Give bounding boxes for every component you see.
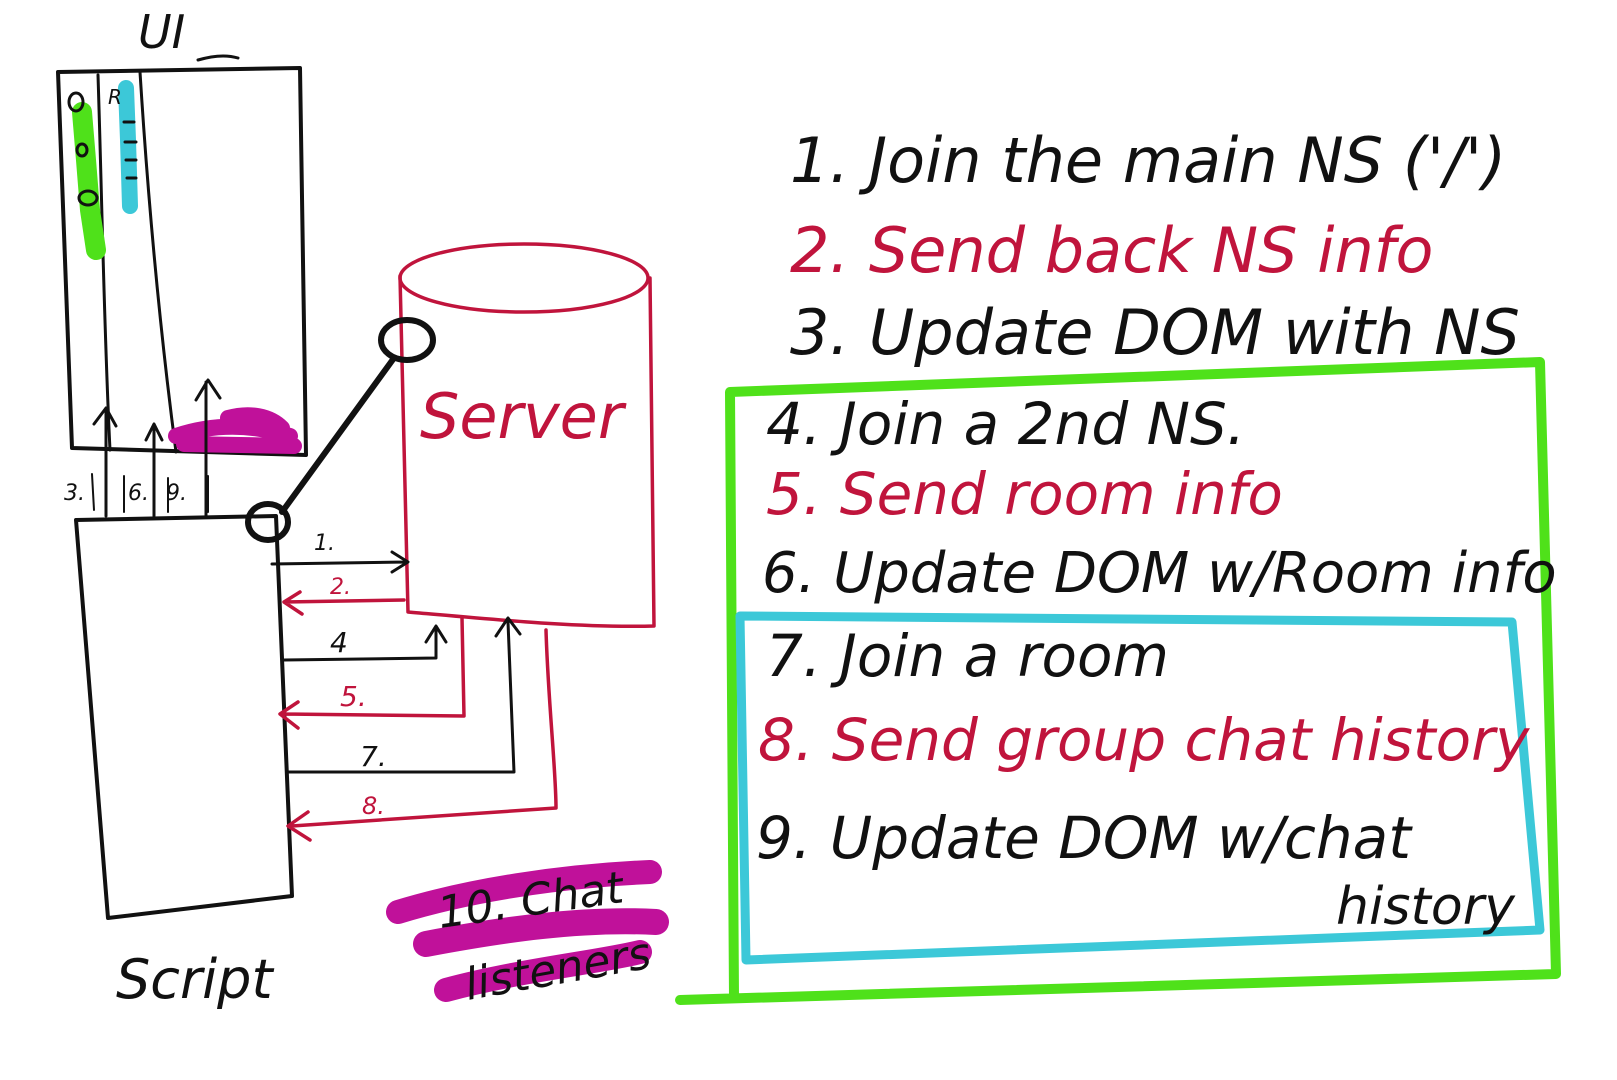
script-panel: Script bbox=[74, 514, 294, 1011]
ui-cyan-highlight bbox=[118, 80, 138, 214]
script-box bbox=[74, 514, 294, 920]
arrow-label-2: 2. bbox=[330, 575, 351, 600]
arrow-label-3: 3. bbox=[64, 481, 85, 506]
step-3: 3. Update DOM with NS bbox=[790, 296, 1520, 369]
step-1: 1. Join the main NS ('/') bbox=[790, 124, 1506, 197]
arrow-label-1: 1. bbox=[314, 531, 335, 556]
ui-green-highlight bbox=[72, 102, 106, 260]
ui-box bbox=[56, 66, 308, 457]
steps-list: 1. Join the main NS ('/') 2. Send back N… bbox=[675, 124, 1561, 1005]
arrow-label-9: 9. bbox=[166, 481, 187, 506]
step-7: 7. Join a room bbox=[766, 622, 1169, 690]
ui-title: UI bbox=[138, 5, 185, 59]
arrow-label-7: 7. bbox=[360, 740, 387, 773]
arrow-label-5: 5. bbox=[340, 680, 367, 713]
step-2: 2. Send back NS info bbox=[790, 214, 1434, 287]
server-panel: Server bbox=[398, 242, 656, 629]
chat-listeners-note: 10. Chat listeners bbox=[386, 860, 669, 1011]
server-top bbox=[398, 242, 650, 314]
step-6: 6. Update DOM w/Room info bbox=[762, 541, 1557, 606]
ui-panel: UI R 3. 6. 9. bbox=[56, 5, 308, 518]
arrow-label-4: 4 bbox=[330, 626, 348, 659]
ui-room-column-mark: R bbox=[108, 85, 122, 109]
step-5: 5. Send room info bbox=[766, 460, 1283, 528]
arrow-label-6: 6. bbox=[128, 481, 149, 506]
step-8: 8. Send group chat history bbox=[758, 706, 1530, 774]
arrow-label-8: 8. bbox=[362, 792, 385, 820]
step-4: 4. Join a 2nd NS. bbox=[766, 390, 1245, 458]
ui-magenta-highlight bbox=[168, 407, 302, 454]
cyan-group-box bbox=[735, 611, 1545, 965]
step-9-continued: history bbox=[1336, 877, 1516, 937]
message-arrows: 1. 2. 4 5. 7. 8. bbox=[270, 531, 558, 842]
step-9: 9. Update DOM w/chat bbox=[756, 804, 1413, 872]
script-title: Script bbox=[116, 948, 274, 1011]
server-body bbox=[398, 274, 656, 629]
server-title: Server bbox=[420, 380, 627, 453]
green-group-box bbox=[675, 357, 1561, 1005]
socket-connection bbox=[245, 317, 436, 543]
